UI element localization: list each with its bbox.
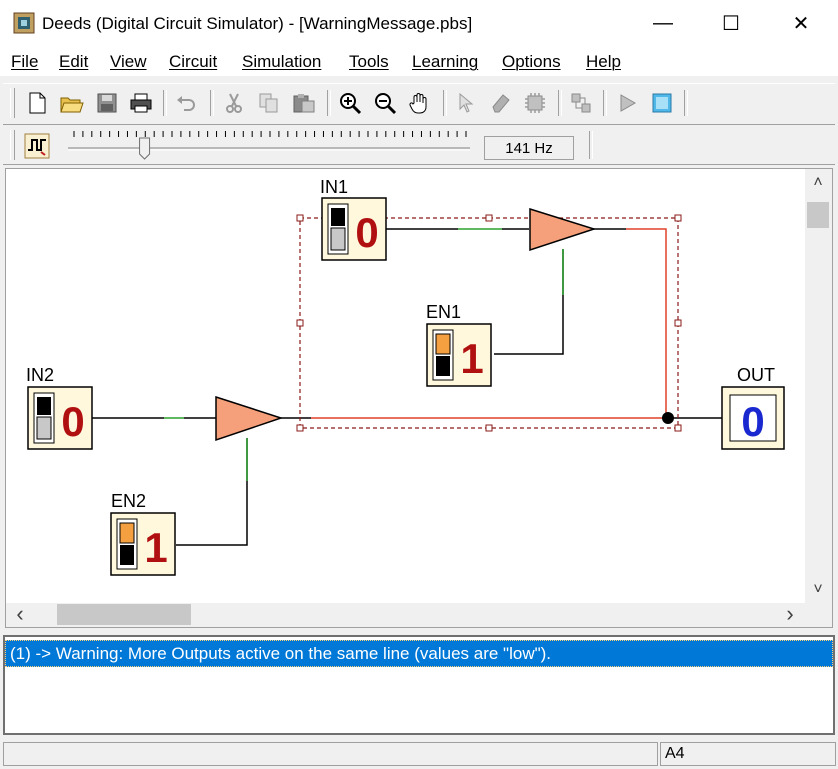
eraser-icon[interactable] <box>487 89 515 117</box>
pan-hand-icon[interactable] <box>406 89 434 117</box>
simulate-play-icon[interactable] <box>613 89 641 117</box>
scroll-left-arrow[interactable]: ‹ <box>16 601 24 626</box>
toolbar-separator <box>558 90 562 116</box>
menu-edit[interactable]: Edit <box>59 52 89 71</box>
scroll-right-arrow[interactable]: › <box>786 601 794 626</box>
menu-simulation[interactable]: Simulation <box>242 52 322 71</box>
menu-learning[interactable]: Learning <box>412 52 479 71</box>
svg-text:0: 0 <box>355 209 378 256</box>
minimize-button[interactable]: — <box>653 11 673 34</box>
slider-thumb[interactable] <box>139 137 151 160</box>
selection-box[interactable] <box>296 214 682 432</box>
wires <box>92 228 722 546</box>
app-icon[interactable] <box>13 12 35 34</box>
undo-icon[interactable] <box>172 89 200 117</box>
svg-text:1: 1 <box>144 524 167 571</box>
toolbar-separator <box>327 90 331 116</box>
output-display-out[interactable]: 0 <box>721 386 785 450</box>
toolbar-separator <box>210 90 214 116</box>
paste-icon[interactable] <box>290 89 318 117</box>
clock-frequency-slider[interactable] <box>62 128 476 162</box>
network-icon[interactable] <box>567 89 595 117</box>
toolbar-separator <box>603 90 607 116</box>
select-pointer-icon[interactable] <box>452 89 480 117</box>
menu-circuit[interactable]: Circuit <box>169 52 218 71</box>
menu-bar <box>0 46 838 76</box>
status-page-size: A4 <box>660 742 836 766</box>
svg-text:1: 1 <box>460 335 483 382</box>
zoom-out-icon[interactable] <box>371 89 399 117</box>
vertical-scrollbar[interactable] <box>805 169 832 603</box>
copy-icon[interactable] <box>255 89 283 117</box>
open-folder-icon[interactable] <box>58 89 86 117</box>
close-button[interactable]: ✕ <box>792 12 810 35</box>
input-switch-en2[interactable]: 1 <box>110 512 176 576</box>
status-panel-main <box>3 742 658 766</box>
circuit-schematic[interactable]: 0 IN1 1 EN1 0 IN2 1 EN2 0 OUT <box>6 169 805 603</box>
input-switch-in2[interactable]: 0 <box>27 386 93 450</box>
maximize-button[interactable]: ☐ <box>722 12 740 35</box>
cut-icon[interactable] <box>220 89 248 117</box>
label-in1: IN1 <box>320 177 348 197</box>
component-icon[interactable] <box>521 89 549 117</box>
window-title: Deeds (Digital Circuit Simulator) - [War… <box>42 14 473 33</box>
vertical-scroll-thumb[interactable] <box>807 202 829 228</box>
toolbar-separator <box>163 90 167 116</box>
input-switch-en1[interactable]: 1 <box>426 323 492 387</box>
save-icon[interactable] <box>93 89 121 117</box>
toolbar-grip[interactable] <box>10 130 15 160</box>
scroll-down-arrow[interactable]: ˅ <box>813 581 823 598</box>
svg-text:0: 0 <box>61 398 84 445</box>
zoom-in-icon[interactable] <box>336 89 364 117</box>
scrollbar-corner <box>805 603 832 627</box>
toolbar-grip[interactable] <box>10 88 15 118</box>
tristate-buffer-1[interactable] <box>529 207 597 252</box>
title-bar <box>0 0 838 46</box>
menu-file[interactable]: File <box>11 52 39 71</box>
menu-view[interactable]: View <box>110 52 147 71</box>
status-bar <box>0 741 838 769</box>
warning-message[interactable]: (1) -> Warning: More Outputs active on t… <box>5 640 833 667</box>
menu-tools[interactable]: Tools <box>349 52 389 71</box>
label-en1: EN1 <box>426 302 461 322</box>
toolbar-separator <box>589 131 593 159</box>
tristate-buffer-2[interactable] <box>215 395 284 442</box>
clock-icon[interactable] <box>24 133 50 159</box>
svg-text:0: 0 <box>741 398 764 445</box>
horizontal-scroll-thumb[interactable] <box>57 604 191 625</box>
toolbar-separator <box>684 90 688 116</box>
label-in2: IN2 <box>26 365 54 385</box>
print-icon[interactable] <box>127 89 155 117</box>
timing-diagram-icon[interactable] <box>648 89 676 117</box>
frequency-display: 141 Hz <box>484 136 574 160</box>
toolbar-separator <box>443 90 447 116</box>
menu-help[interactable]: Help <box>586 52 621 71</box>
new-file-icon[interactable] <box>23 89 51 117</box>
input-switch-in1[interactable]: 0 <box>321 197 387 261</box>
junction-dot <box>662 412 674 424</box>
menu-options[interactable]: Options <box>502 52 561 71</box>
label-en2: EN2 <box>111 491 146 511</box>
scroll-up-arrow[interactable]: ˄ <box>813 174 823 191</box>
label-out: OUT <box>737 365 775 385</box>
